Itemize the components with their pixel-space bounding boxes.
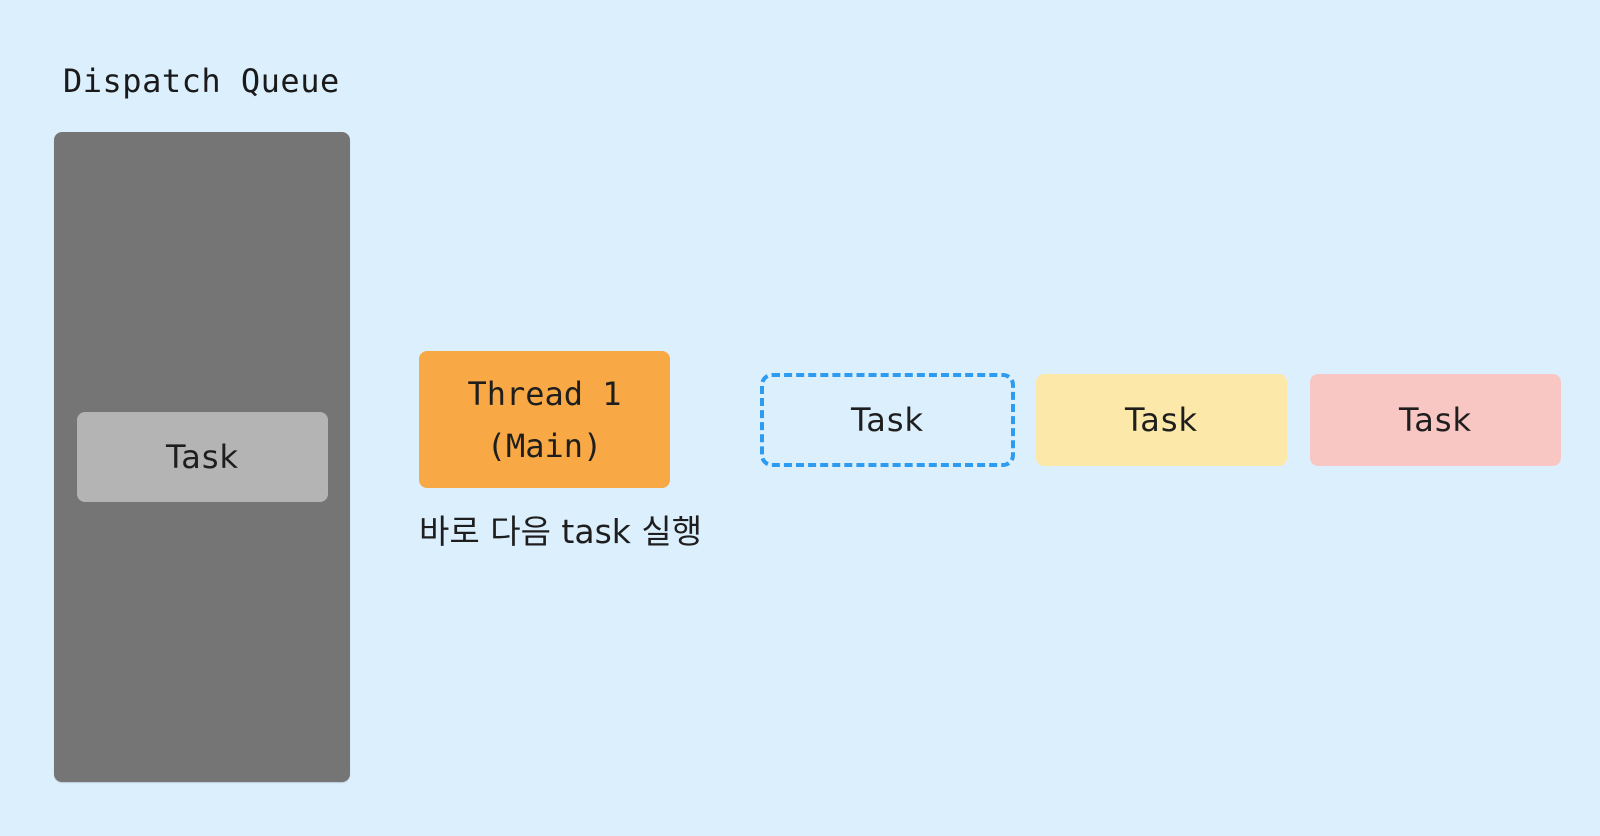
thread-caption: 바로 다음 task 실행	[419, 512, 703, 551]
pending-task-yellow: Task	[1036, 374, 1287, 466]
thread-type-label: (Main)	[486, 426, 603, 465]
pending-task-label: Task	[1124, 401, 1199, 439]
pending-task-red: Task	[1310, 374, 1561, 466]
thread-name-label: Thread 1	[467, 374, 622, 413]
queue-task-box: Task	[77, 412, 328, 502]
pending-task-label: Task	[850, 401, 925, 439]
queue-task-label: Task	[165, 438, 240, 476]
thread-main-box: Thread 1 (Main)	[419, 351, 670, 488]
pending-task-current: Task	[760, 373, 1015, 467]
pending-task-label: Task	[1398, 401, 1473, 439]
dispatch-queue-title: Dispatch Queue	[63, 62, 340, 100]
